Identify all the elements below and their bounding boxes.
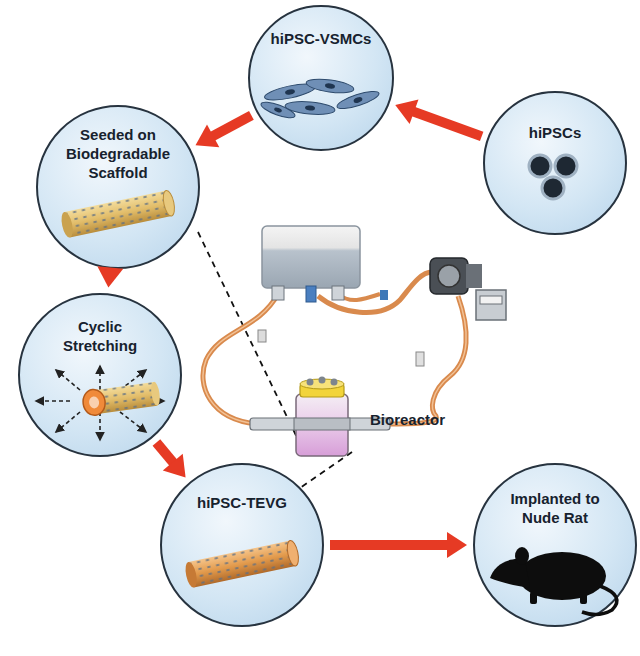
flow-arrow xyxy=(156,443,185,478)
flow-arrow xyxy=(330,532,467,558)
tevg-tube xyxy=(184,539,301,588)
arrow-shaft xyxy=(330,540,449,550)
stage-label: Implanted to Nude Rat xyxy=(499,489,611,527)
flow-arrow xyxy=(395,100,481,137)
arrow-head xyxy=(196,124,220,147)
bioreactor-system xyxy=(203,226,506,456)
stage-circle: hiPSC-TEVG xyxy=(160,463,324,627)
arrow-shaft xyxy=(105,269,115,274)
stretching-arrows xyxy=(36,366,164,440)
stage-label: Cyclic Stretching xyxy=(45,317,155,355)
arrow-head xyxy=(447,532,467,558)
stage-label: hiPSC-VSMCs xyxy=(256,29,386,48)
stage-circle: hiPSCs xyxy=(483,91,627,235)
arrow-head xyxy=(97,266,123,287)
smooth-muscle-cells xyxy=(259,77,380,121)
flow-arrow xyxy=(196,115,252,147)
stage-circle: Seeded on Biodegradable Scaffold xyxy=(36,105,200,269)
stage-label: hiPSC-TEVG xyxy=(177,493,307,512)
bioreactor-label: Bioreactor xyxy=(370,411,445,428)
flow-arrow xyxy=(97,266,123,287)
stage-circle: hiPSC-VSMCs xyxy=(248,5,394,151)
stage-label: Seeded on Biodegradable Scaffold xyxy=(59,125,177,182)
arrow-head xyxy=(395,100,418,124)
stage-circle: Implanted to Nude Rat xyxy=(473,463,637,627)
scaffold-tube xyxy=(60,189,177,238)
stem-cells xyxy=(529,155,577,199)
stretched-tube xyxy=(81,380,161,416)
stage-label: hiPSCs xyxy=(500,123,610,142)
arrow-shaft xyxy=(156,443,174,464)
leader-lines xyxy=(198,232,352,488)
arrow-head xyxy=(163,454,186,478)
arrow-shaft xyxy=(412,111,482,136)
rat-silhouette xyxy=(490,547,617,615)
stage-circle: Cyclic Stretching xyxy=(18,293,182,457)
arrow-shaft xyxy=(211,115,251,136)
